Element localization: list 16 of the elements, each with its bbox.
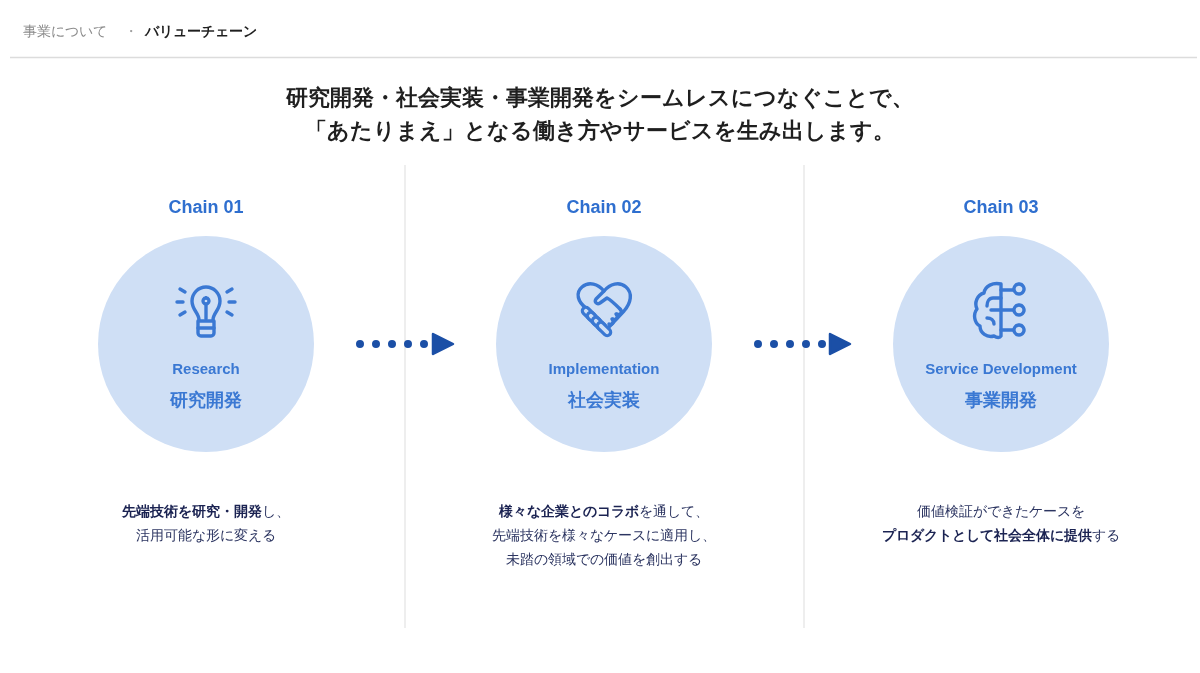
stage-description: 価値検証ができたケースをプロダクトとして社会全体に提供する — [881, 502, 1121, 545]
stage-name-japanese: 事業開発 — [965, 389, 1037, 412]
stage-description: 様々な企業とのコラボを通して、先端技術を様々なケースに適用し、未踏の領域での価値を創出する — [491, 502, 717, 569]
stage-name-japanese: 研究開発 — [170, 389, 242, 412]
chain-number: Chain 01 — [168, 196, 244, 219]
chain-number: Chain 02 — [566, 196, 642, 219]
stage-name-english: Service Development — [925, 359, 1077, 379]
breadcrumb-separator: ・ — [124, 22, 138, 41]
stage-description: 先端技術を研究・開発し、活用可能な形に変える — [121, 502, 291, 545]
stage-name-english: Research — [172, 359, 240, 379]
breadcrumb-link: 事業について — [23, 22, 107, 41]
headline: 研究開発・社会実装・事業開発をシームレスにつなぐことで、「あたりまえ」となる働き方やサービスを生み出します。 — [285, 85, 915, 145]
chain-number: Chain 03 — [963, 196, 1039, 219]
stage-name-english: Implementation — [548, 359, 660, 379]
breadcrumb-current: バリューチェーン — [145, 22, 257, 41]
stage-name-japanese: 社会実装 — [568, 389, 640, 412]
